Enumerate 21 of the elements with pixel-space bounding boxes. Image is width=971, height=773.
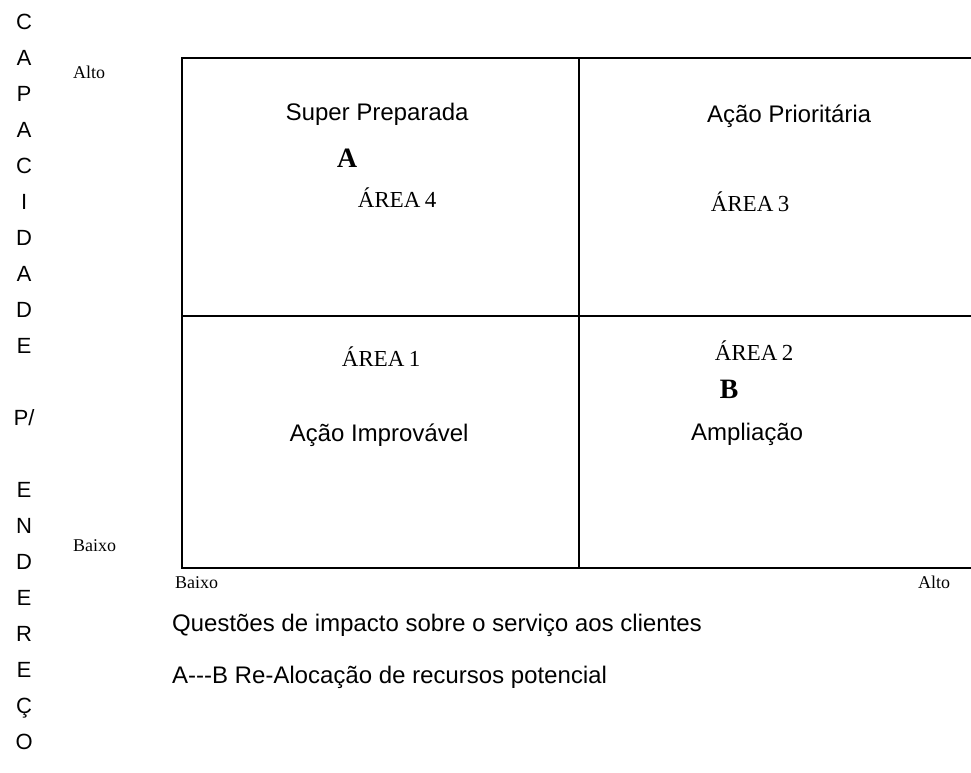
note-text: A---B Re-Alocação de recursos potencial [172, 662, 607, 690]
axis-tick-label: Baixo [73, 535, 116, 556]
axis-tick-label: Alto [918, 572, 950, 593]
vertical-axis-title: CAPACIDADE P/ ENDEREÇO [12, 8, 36, 756]
matrix-quadrant [578, 57, 971, 317]
quadrant-title: Ampliação [690, 419, 804, 447]
matrix-quadrant [181, 57, 579, 317]
area-label: ÁREA 1 [342, 346, 420, 372]
area-label: ÁREA 2 [714, 340, 794, 366]
area-label: ÁREA 3 [710, 191, 790, 218]
quadrant-title: Super Preparada [286, 99, 468, 127]
horizontal-axis-title: Questões de impacto sobre o serviço aos clientes [172, 610, 702, 638]
point-marker: B [720, 374, 738, 406]
area-label: ÁREA 4 [358, 187, 436, 214]
axis-tick-label: Baixo [175, 572, 218, 593]
matrix-quadrant [181, 316, 579, 569]
point-marker: A [336, 143, 358, 176]
axis-tick-label: Alto [73, 62, 106, 83]
matrix-quadrant [578, 316, 971, 569]
quadrant-title: Ação Prioritária [706, 101, 872, 129]
quadrant-title: Ação Improvável [290, 420, 468, 448]
